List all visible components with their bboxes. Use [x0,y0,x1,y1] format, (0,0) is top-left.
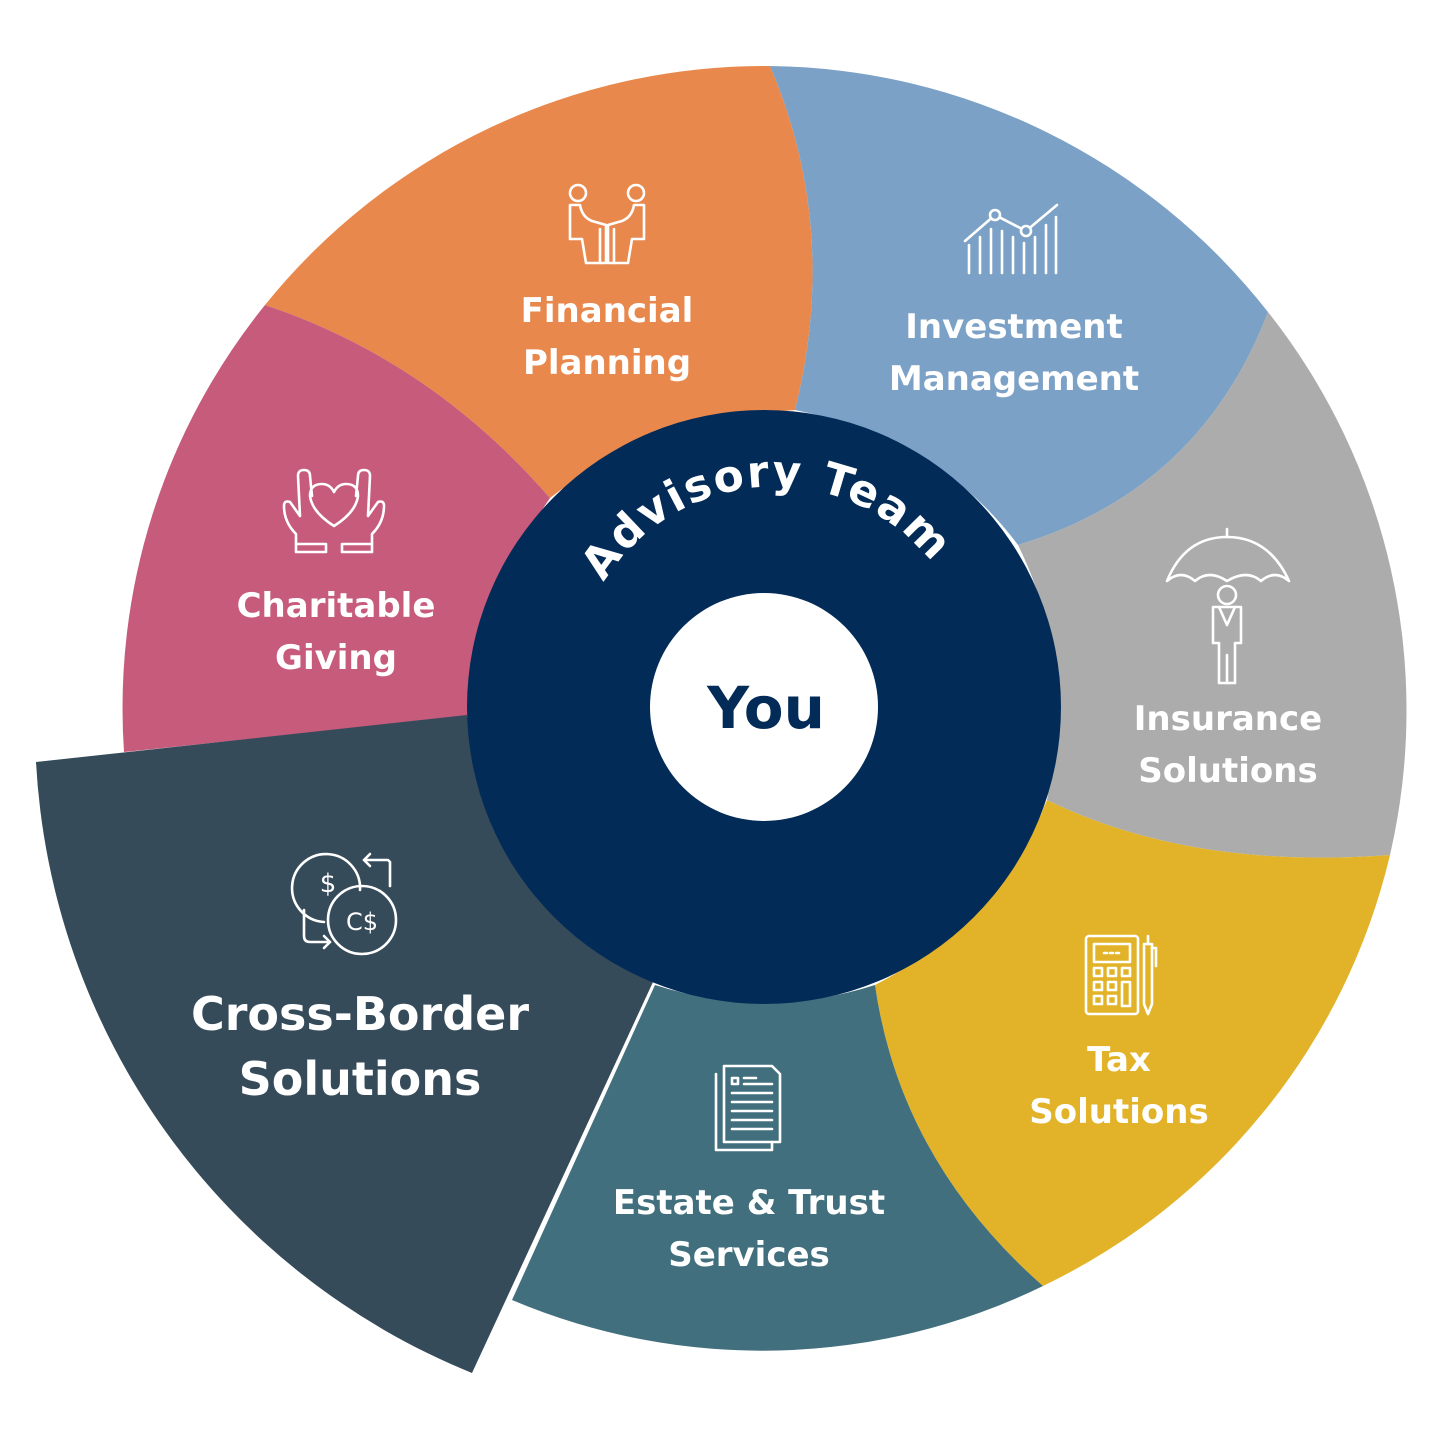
calculator-pen-icon [1084,934,1158,1016]
segment-charitable-giving[interactable] [122,305,550,752]
growth-chart-icon [963,203,1059,275]
you-circle [650,593,878,821]
segment-tax-solutions[interactable] [875,800,1390,1286]
svg-text:Tax: Tax [1087,1040,1151,1080]
segment-financial-planning[interactable] [265,65,813,498]
documents-icon [714,1064,782,1152]
label-cross-border-solutions: Cross-Border Solutions [191,987,529,1106]
svg-text:Charitable: Charitable [237,586,436,626]
meeting-icon [568,183,646,265]
svg-text:Insurance: Insurance [1134,699,1322,739]
svg-text:Financial: Financial [521,291,694,331]
label-charitable-giving: Charitable Giving [237,586,436,678]
segment-estate-trust-services[interactable] [512,985,1043,1351]
segment-investment-management[interactable] [770,66,1268,545]
you-label: You [706,674,825,742]
svg-text:Investment: Investment [905,307,1123,347]
svg-text:Solutions: Solutions [1029,1092,1208,1132]
svg-text:C$: C$ [346,908,378,936]
label-tax-solutions: Tax Solutions [1029,1040,1208,1132]
svg-text:Estate & Trust: Estate & Trust [613,1183,885,1223]
svg-text:Management: Management [889,359,1139,399]
svg-text:Solutions: Solutions [1138,751,1317,791]
umbrella-person-icon [1165,527,1291,685]
svg-text:Planning: Planning [523,343,691,383]
label-financial-planning: Financial Planning [521,291,694,383]
svg-text:Services: Services [668,1235,830,1275]
segment-cross-border-solutions[interactable] [36,715,653,1373]
currency-exchange-icon: $ C$ [290,852,398,956]
label-investment-management: Investment Management [889,307,1139,399]
label-insurance-solutions: Insurance Solutions [1134,699,1322,791]
hands-heart-icon [282,468,386,554]
label-estate-trust-services: Estate & Trust Services [613,1183,885,1275]
svg-text:Cross-Border: Cross-Border [191,987,529,1041]
svg-text:Solutions: Solutions [239,1052,482,1106]
svg-text:$: $ [320,869,337,899]
svg-text:Giving: Giving [275,638,397,678]
segment-insurance-solutions[interactable] [1018,312,1407,858]
